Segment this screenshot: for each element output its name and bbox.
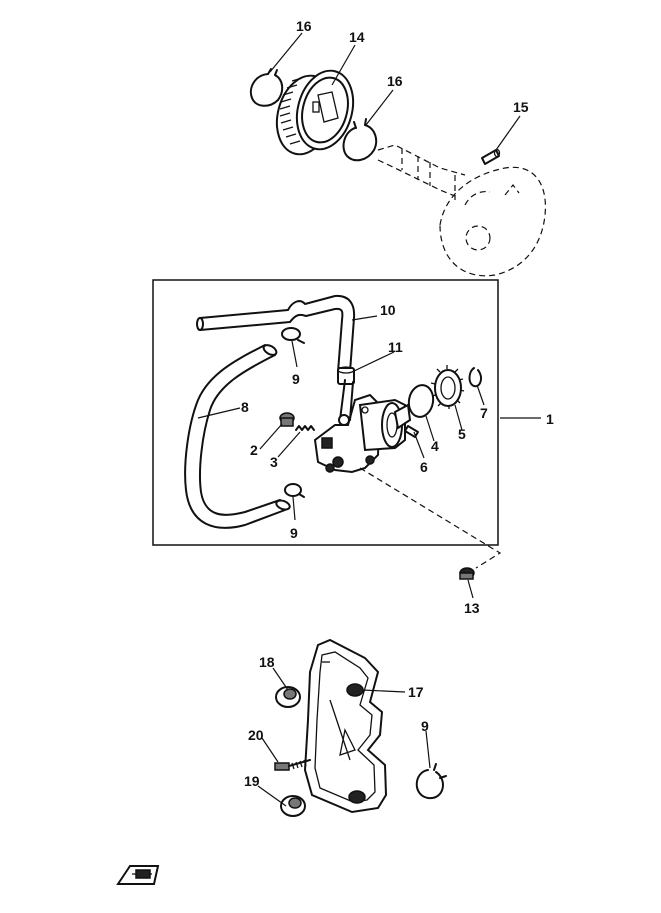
callout-17: 17: [408, 684, 424, 700]
shaft-assembly: [377, 144, 547, 277]
hose-clip-upper: [281, 327, 305, 344]
oil-pump-body: [313, 379, 412, 474]
callout-11: 11: [388, 339, 403, 355]
upper-hose: [196, 294, 356, 373]
callout-16-left: 16: [296, 18, 312, 34]
callout-13: 13: [464, 600, 480, 616]
callout-10: 10: [380, 302, 396, 318]
spring: [295, 425, 315, 431]
callout-5: 5: [458, 426, 466, 442]
callout-9-upper: 9: [292, 371, 300, 387]
callout-2: 2: [250, 442, 258, 458]
callout-6: 6: [420, 459, 428, 475]
cover-plate: [303, 638, 388, 814]
circlip-left: [249, 68, 284, 107]
callout-4: 4: [431, 438, 439, 454]
callout-20: 20: [248, 727, 264, 743]
o-ring: [407, 384, 435, 418]
pump-pin: [404, 425, 419, 438]
callout-9-bottom: 9: [421, 718, 429, 734]
lower-hose: [184, 344, 291, 529]
callout-19: 19: [244, 773, 260, 789]
callout-labels: 1 2 3 4 5 6 7 8 9 9 9 10 11 13 14 15 16 …: [241, 18, 554, 789]
leader-lines: [197, 32, 541, 807]
mounting-bolt: [459, 567, 475, 580]
front-direction-arrow-icon: [116, 865, 160, 885]
circlip-right: [342, 118, 378, 162]
assembly-box: [152, 279, 499, 546]
callout-16-right: 16: [387, 73, 403, 89]
callout-15: 15: [513, 99, 529, 115]
gear-clip: [468, 367, 482, 388]
grommet-lower: [280, 795, 306, 817]
callout-8: 8: [241, 399, 249, 415]
dowel-pin: [481, 148, 501, 165]
callout-3: 3: [270, 454, 278, 470]
plug-screw: [279, 412, 295, 427]
grommet-upper: [275, 686, 301, 708]
callout-18: 18: [259, 654, 275, 670]
hose-clip-bottom: [415, 763, 447, 800]
callout-9-lower: 9: [290, 525, 298, 541]
cover-screw: [274, 759, 311, 771]
callout-1: 1: [546, 411, 554, 427]
pump-gear: [430, 365, 465, 409]
hose-fitting: [337, 366, 355, 385]
drive-gear: [275, 69, 355, 156]
hose-clip-lower: [284, 483, 305, 498]
callout-14: 14: [349, 29, 365, 45]
callout-7: 7: [480, 405, 488, 421]
